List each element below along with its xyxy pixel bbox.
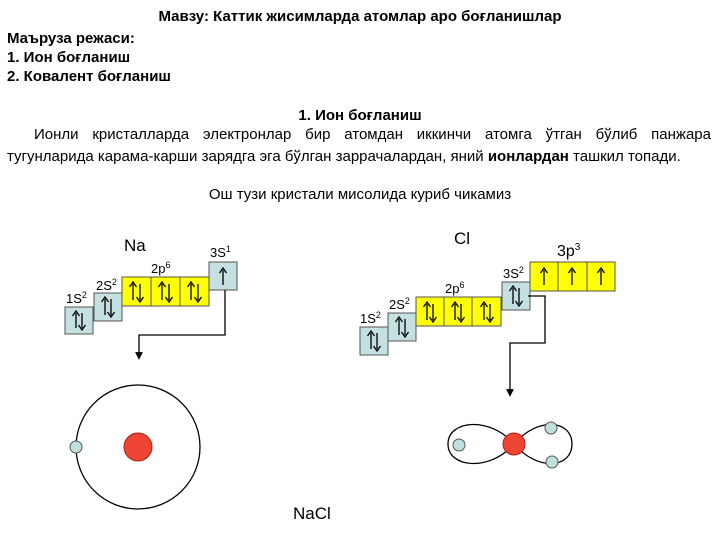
na-atom-model xyxy=(69,384,201,510)
na-orbital-2p xyxy=(121,276,210,307)
na-orbital-1s xyxy=(64,306,94,335)
na-symbol: Na xyxy=(124,236,146,255)
cl-electron-1 xyxy=(452,438,466,452)
paragraph-text-end: ташкил топади. xyxy=(568,148,681,165)
cl-label-2p: 2p6 xyxy=(445,280,464,296)
cl-nucleus xyxy=(502,432,526,456)
na-transfer-arrow xyxy=(135,290,226,360)
na-electron xyxy=(69,440,83,454)
na-nucleus xyxy=(123,432,153,462)
cl-orbital-2p xyxy=(415,296,502,327)
na-label-3s: 3S1 xyxy=(210,244,231,260)
na-label-2p: 2p6 xyxy=(151,260,170,276)
cl-label-3p: 3p3 xyxy=(557,242,581,260)
paragraph: Ионли кристалларда электронлар бир атомд… xyxy=(7,124,711,168)
cl-orbital-2s xyxy=(387,312,417,342)
paragraph-text-start: Ионли кристалларда электронлар бир атомд… xyxy=(7,126,711,165)
cl-transfer-arrow xyxy=(506,295,546,397)
paragraph-bold-term: ионлардан xyxy=(487,148,569,165)
cl-electron-3 xyxy=(545,455,559,469)
caption: Ош тузи кристали мисолида куриб чикамиз xyxy=(208,186,512,203)
cl-label-1s: 1S2 xyxy=(360,310,381,326)
cl-label-2s: 2S2 xyxy=(389,296,410,312)
slide-title: Мавзу: Каттик жисимларда атомлар аро боғ… xyxy=(158,8,562,25)
cl-symbol: Cl xyxy=(454,229,470,248)
na-orbital-3s xyxy=(208,261,238,291)
cl-orbital-3s xyxy=(501,281,531,311)
cl-orbital-1s xyxy=(359,326,389,356)
cl-label-3s: 3S2 xyxy=(503,265,524,281)
cl-orbital-3p xyxy=(529,261,616,292)
cl-atom-model xyxy=(447,421,573,469)
cl-electron-2 xyxy=(544,421,558,435)
agenda-item-2: 2. Ковалент боғланиш xyxy=(7,68,171,85)
agenda-item-1: 1. Ион боғланиш xyxy=(7,49,131,66)
na-orbital-2s xyxy=(93,292,123,322)
na-label-1s: 1S2 xyxy=(66,290,87,306)
product-label: NaCl xyxy=(293,504,331,523)
section-title: 1. Ион боғланиш xyxy=(298,107,422,124)
na-label-2s: 2S2 xyxy=(96,277,117,293)
agenda-heading: Маъруза режаси: xyxy=(7,30,135,47)
